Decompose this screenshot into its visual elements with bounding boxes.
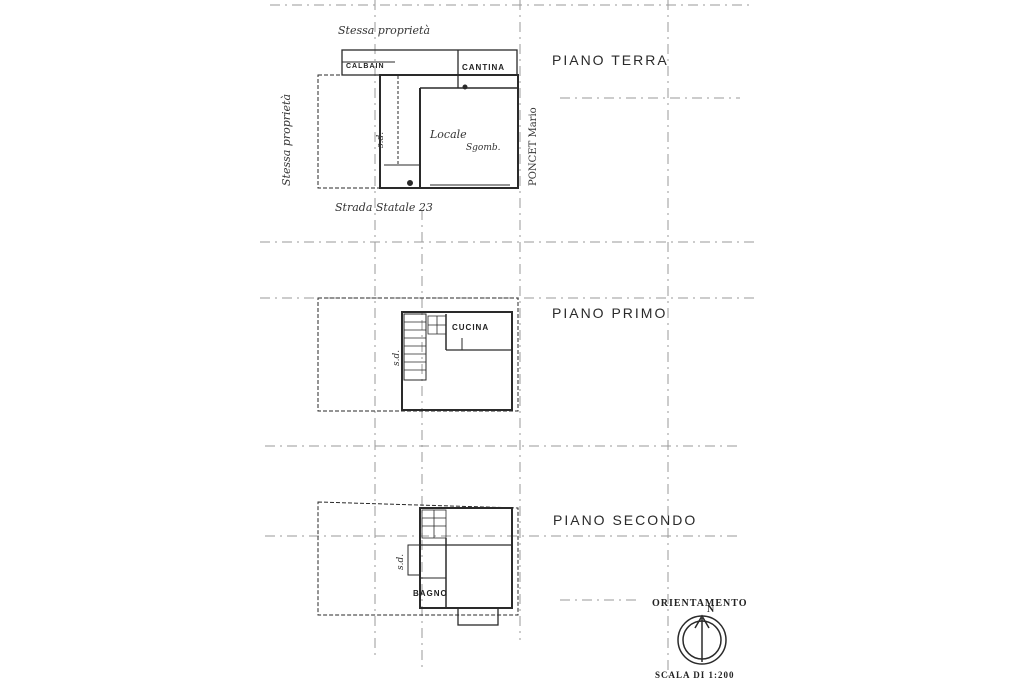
- first-floor-plan: [317, 297, 519, 412]
- ground-floor-title: PIANO TERRA: [552, 52, 669, 68]
- second-floor-plan: [317, 501, 519, 626]
- ground-floor-plan: [317, 49, 519, 189]
- neighbor-right-label: PONCET Mario: [528, 107, 539, 186]
- ground-stair-label: s.d.: [376, 131, 386, 148]
- construction-grid: [260, 0, 755, 682]
- neighbor-top-label: Stessa proprietà: [338, 24, 431, 37]
- room-locale-label: Locale: [430, 128, 467, 141]
- first-floor-title: PIANO PRIMO: [552, 305, 668, 321]
- street-label: Strada Statale 23: [335, 201, 433, 214]
- first-stair-label: s.d.: [392, 349, 402, 366]
- room-locale-sub-label: Sgomb.: [466, 143, 501, 153]
- second-floor-title: PIANO SECONDO: [553, 512, 698, 528]
- north-letter: N: [707, 604, 716, 615]
- neighbor-left-label: Stessa proprietà: [280, 93, 293, 186]
- room-cucina-label: CUCINA: [452, 323, 490, 332]
- scale-label: SCALA DI 1:200: [655, 670, 735, 680]
- room-calbain-label: CALBAIN: [346, 63, 385, 70]
- north-arrow-compass: [677, 614, 727, 665]
- room-bagno-label: BAGNO: [413, 589, 448, 598]
- orientation-title: ORIENTAMENTO: [652, 598, 748, 609]
- room-cantina-label: CANTINA: [462, 63, 505, 72]
- second-stair-label: s.d.: [396, 553, 406, 570]
